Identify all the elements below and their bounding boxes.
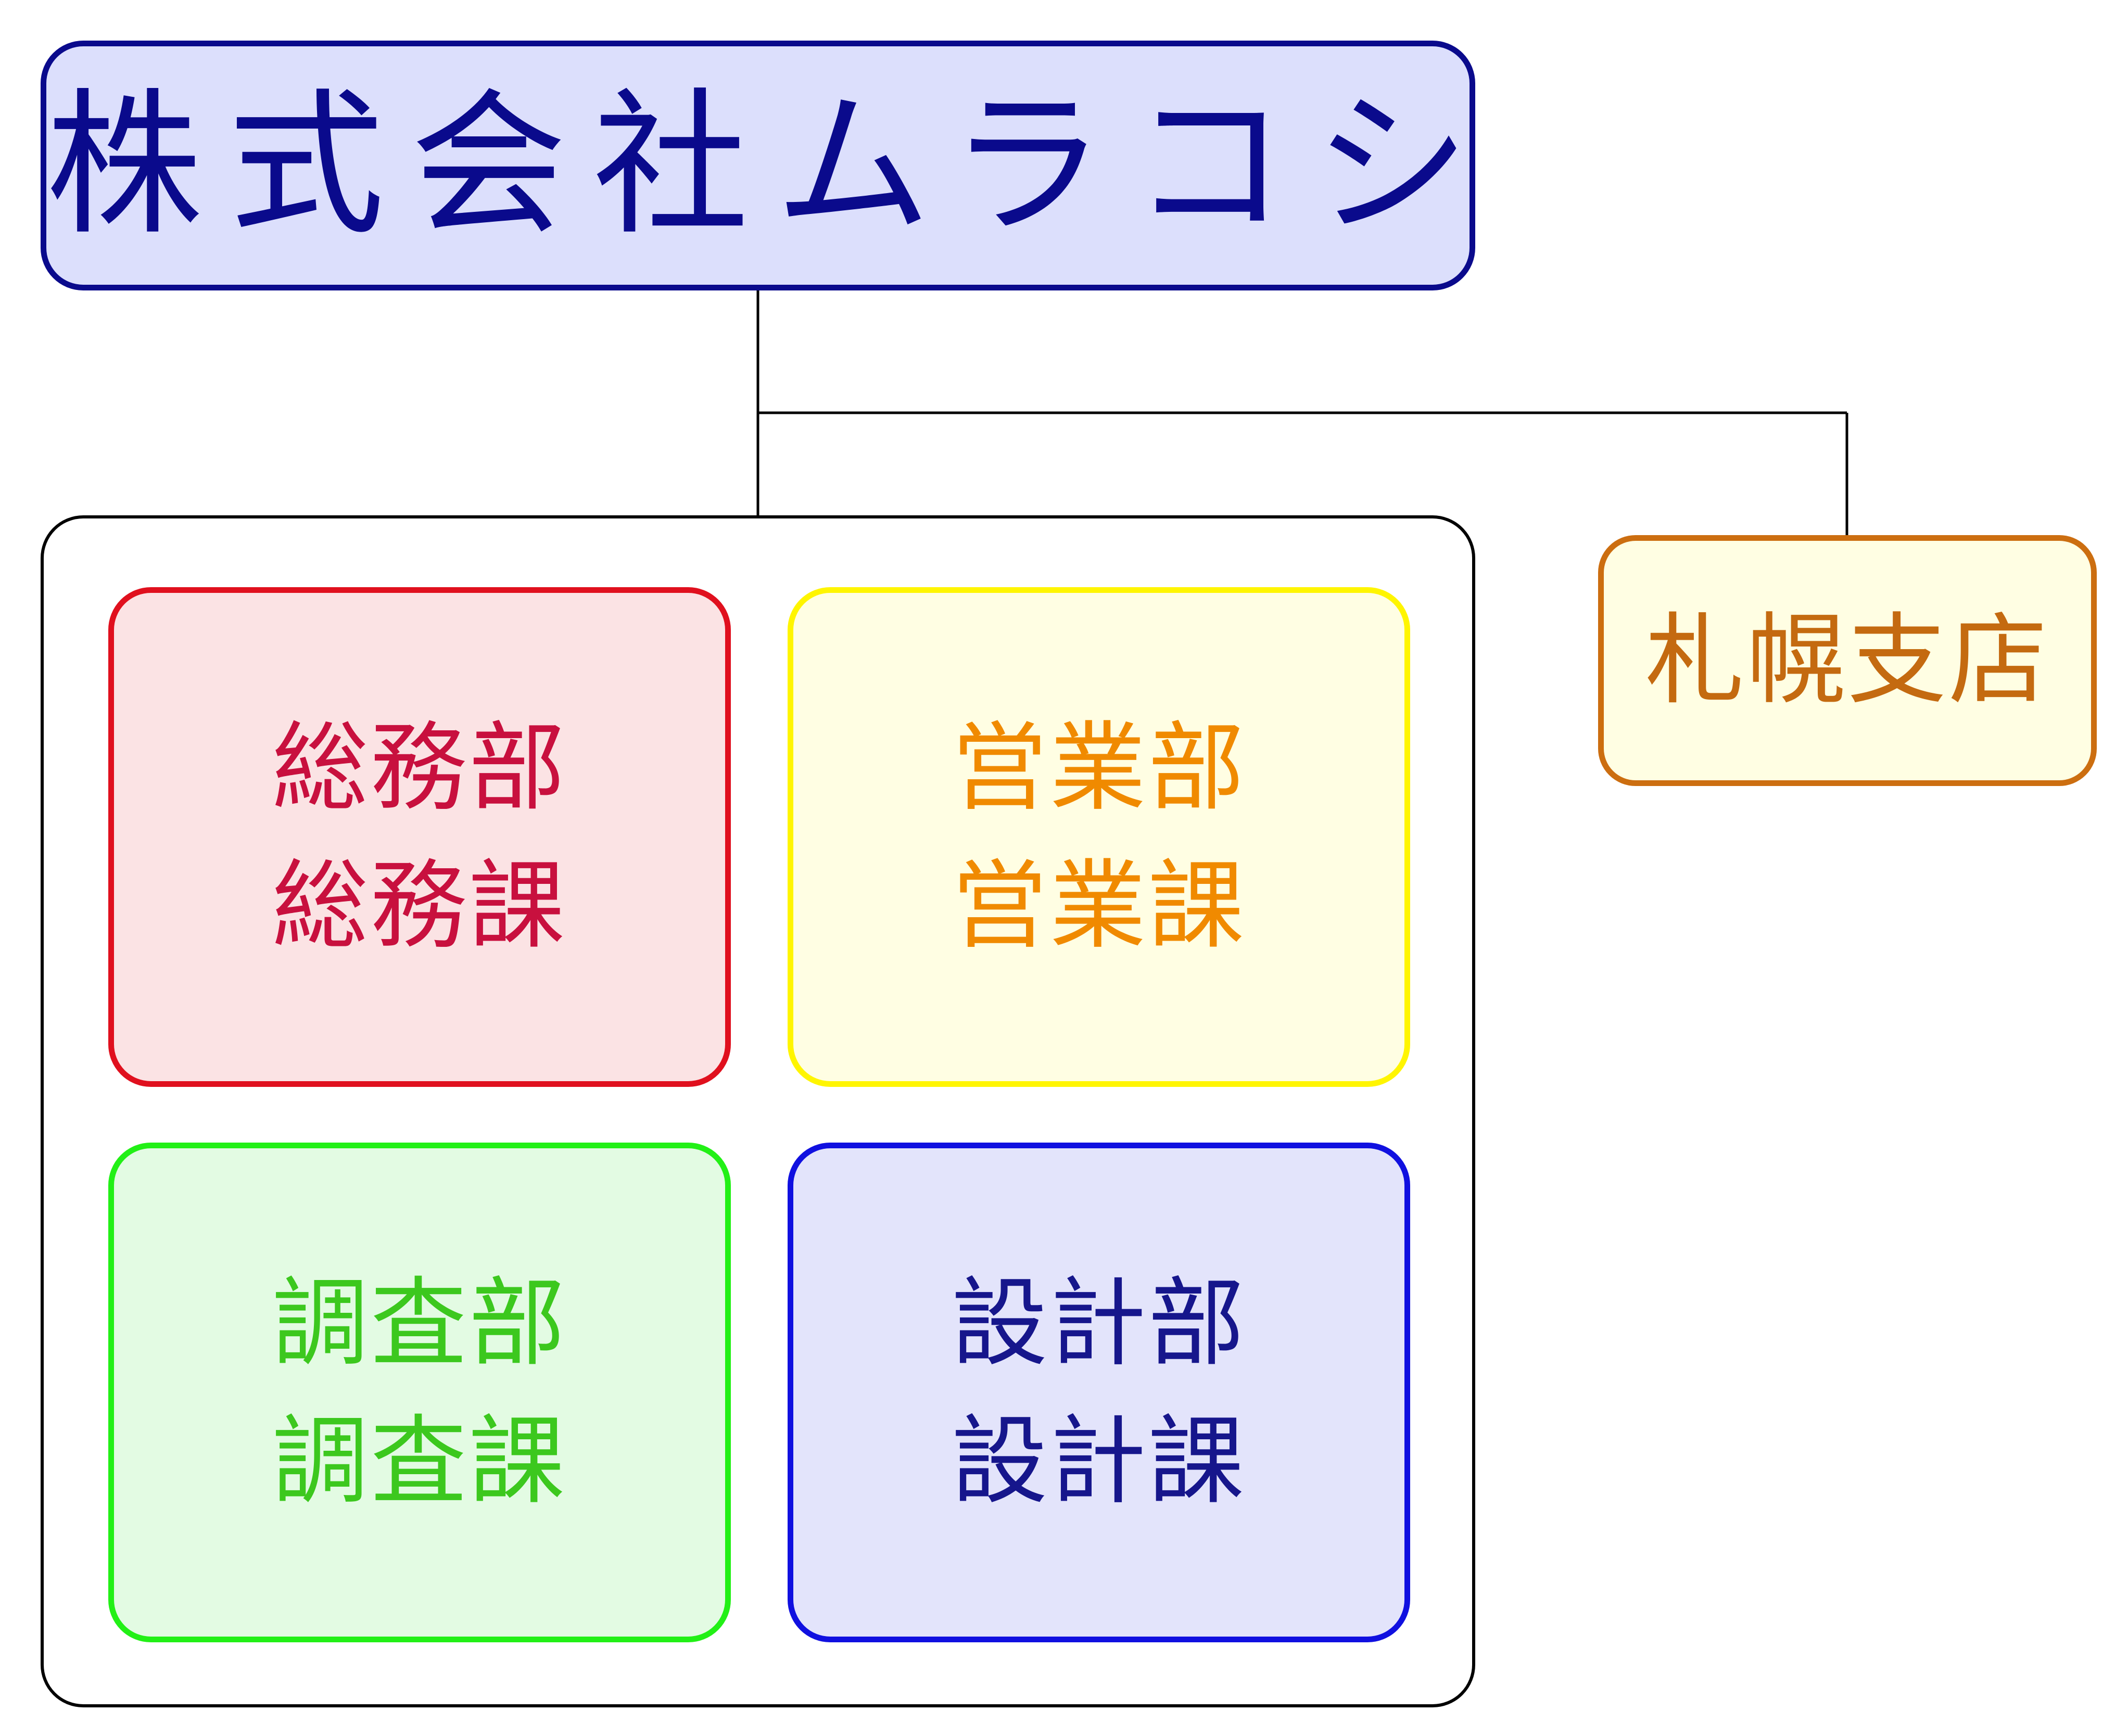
dept-box-soumu: 総務部 総務課	[108, 587, 731, 1087]
section-name-sekkei: 設計課	[951, 1405, 1247, 1517]
company-name: 株式会社ムラコシ	[46, 74, 1496, 256]
section-name-soumu: 総務課	[272, 850, 567, 962]
branch-box-sapporo: 札幌支店	[1598, 535, 2097, 786]
dept-name-soumu: 総務部	[272, 712, 567, 824]
section-name-chousa: 調査課	[272, 1405, 567, 1517]
section-name-eigyou: 営業課	[951, 850, 1247, 962]
dept-name-chousa: 調査部	[272, 1267, 567, 1379]
dept-box-eigyou: 営業部 営業課	[788, 587, 1410, 1087]
dept-box-chousa: 調査部 調査課	[108, 1143, 731, 1642]
dept-name-eigyou: 営業部	[951, 712, 1247, 824]
dept-box-sekkei: 設計部 設計課	[788, 1143, 1410, 1642]
branch-name: 札幌支店	[1645, 603, 2049, 718]
company-box: 株式会社ムラコシ	[41, 41, 1475, 290]
dept-name-sekkei: 設計部	[951, 1267, 1247, 1379]
